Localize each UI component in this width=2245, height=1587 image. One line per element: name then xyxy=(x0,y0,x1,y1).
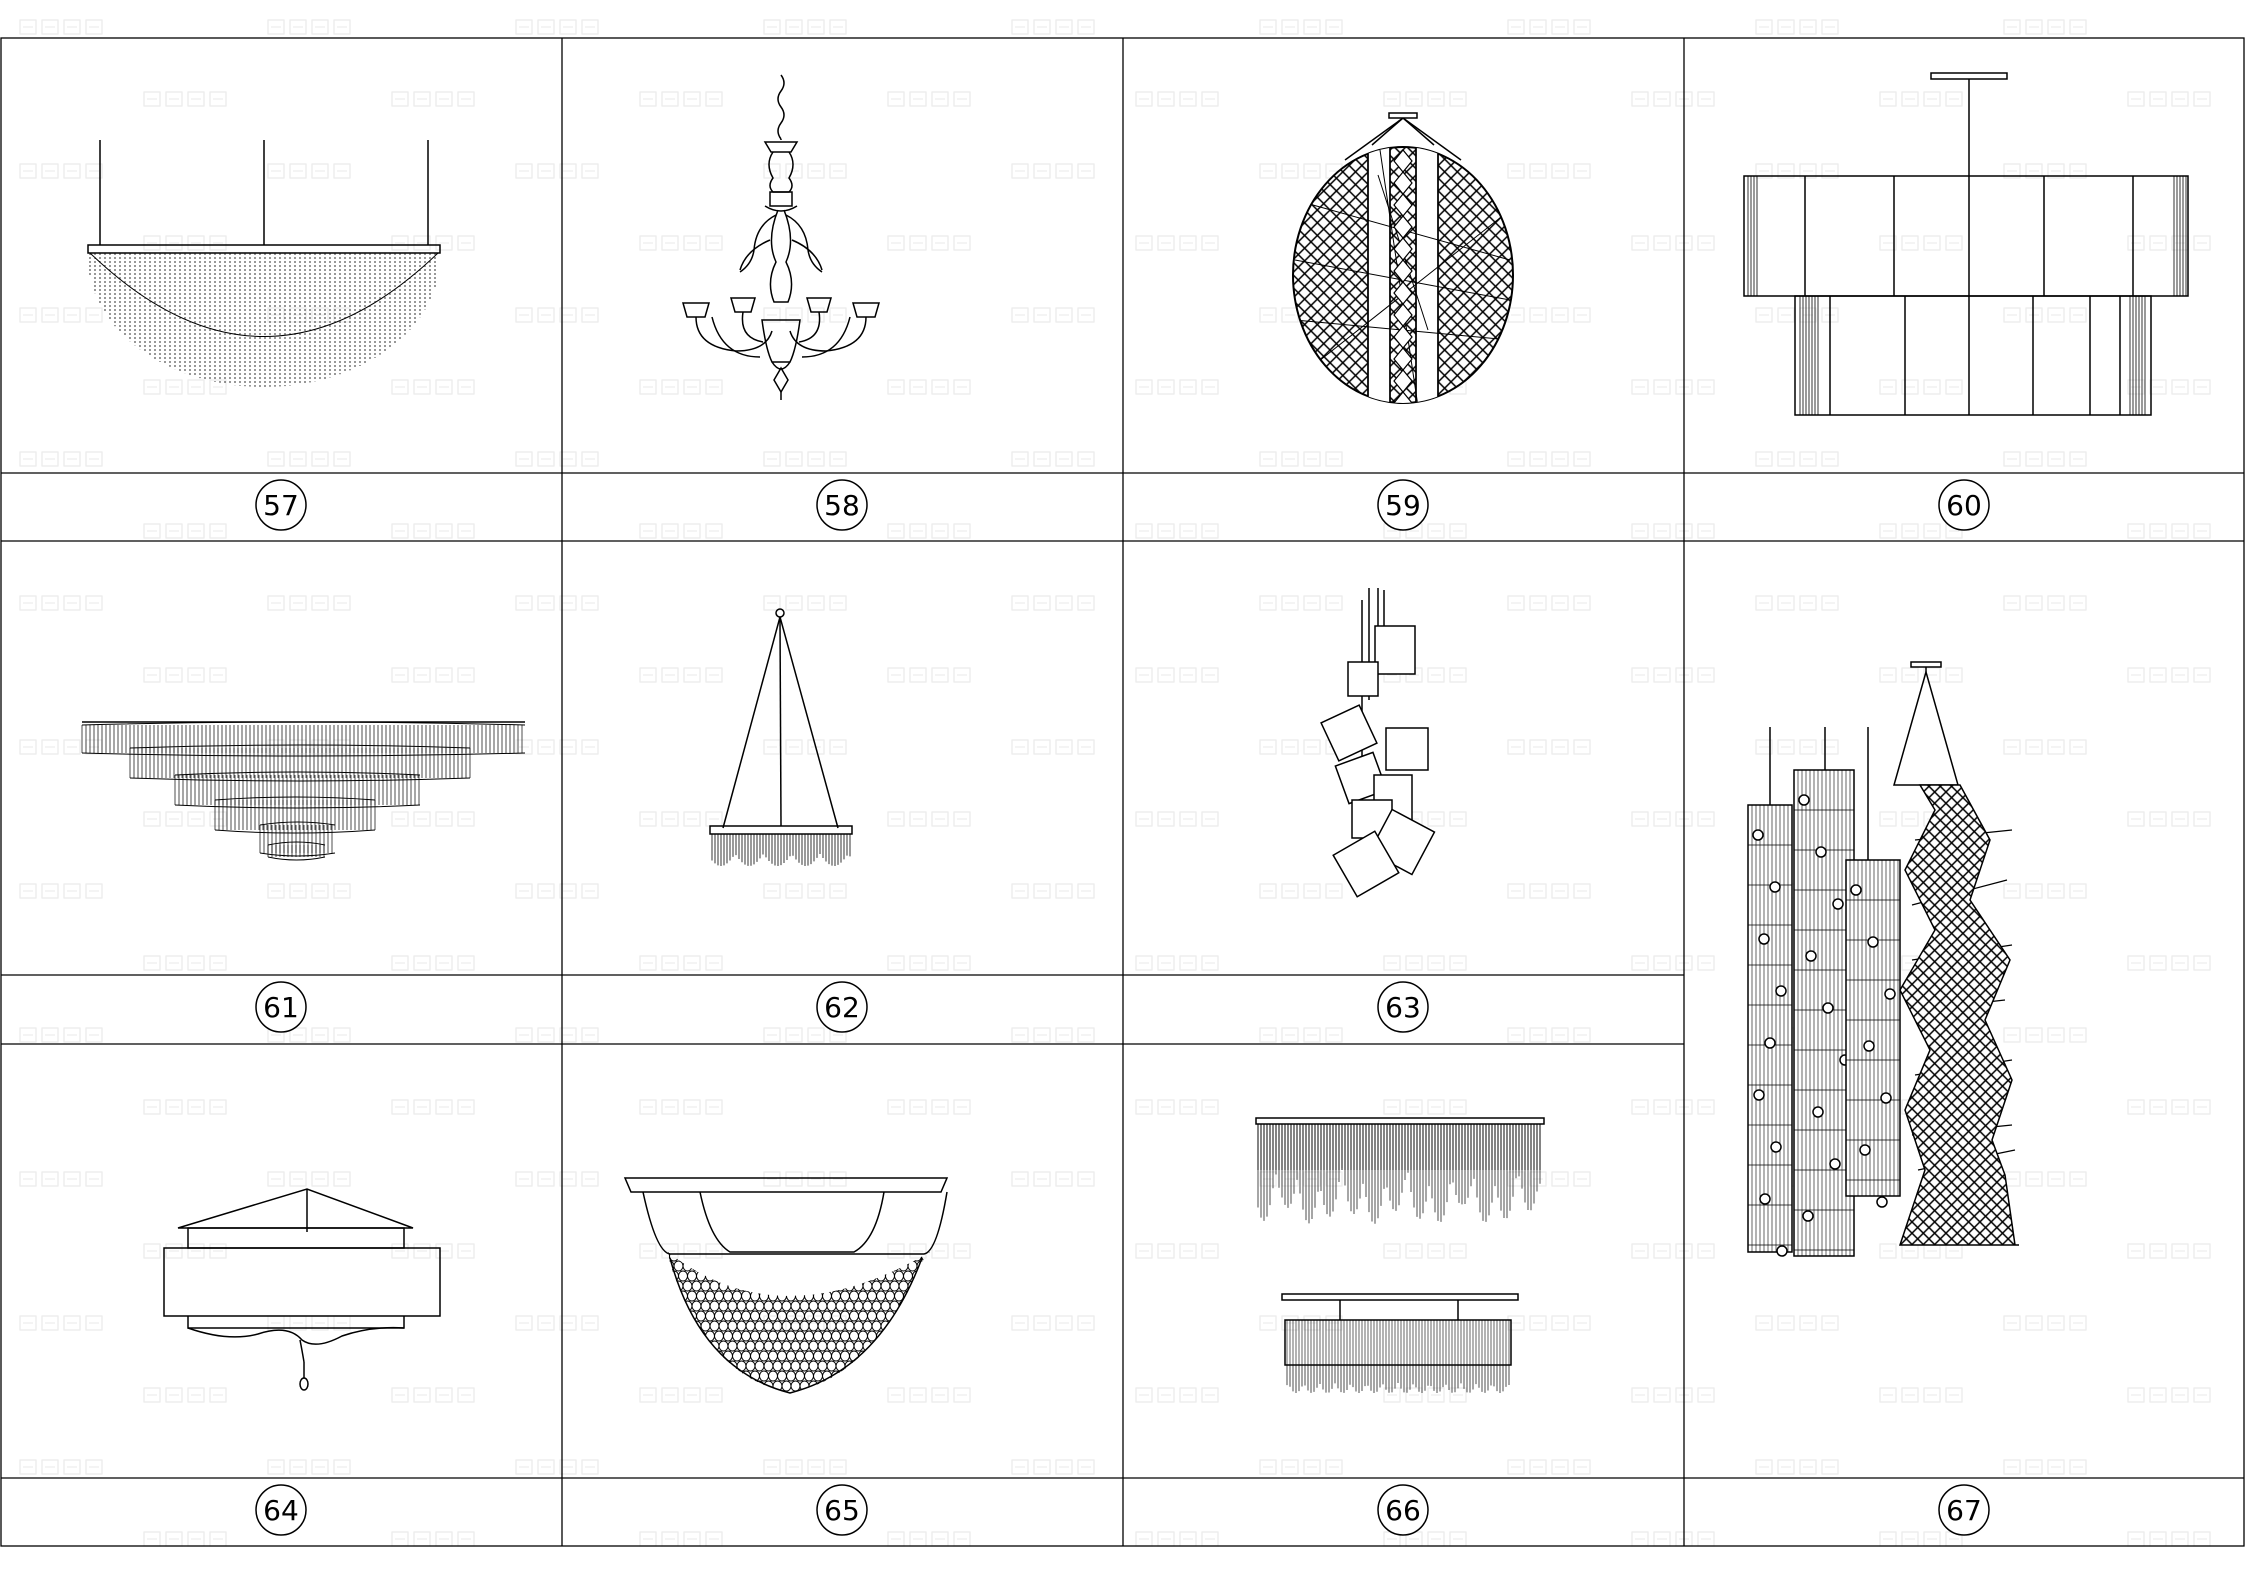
item-number-67: 67 xyxy=(1946,1494,1982,1527)
layered-crystal-ceiling-lamp-icon xyxy=(81,721,526,861)
cube-cluster-pendant-icon xyxy=(1320,588,1436,898)
item-number-badge: 67 xyxy=(1938,1484,1990,1536)
item-number-61: 61 xyxy=(263,991,299,1024)
drum-shade-pendant-icon xyxy=(163,1188,441,1391)
item-number-badge: 60 xyxy=(1938,479,1990,531)
crystal-bowl-ceiling-lamp-icon xyxy=(623,1177,949,1394)
item-number-badge: 64 xyxy=(255,1484,307,1536)
item-number-badge: 65 xyxy=(816,1484,868,1536)
item-number-57: 57 xyxy=(263,489,299,522)
item-number-59: 59 xyxy=(1385,489,1421,522)
rectangular-crystal-chandelier-icon xyxy=(1255,1117,1545,1393)
suspended-crystal-ring-icon xyxy=(709,608,853,866)
sheet-grid xyxy=(0,37,2245,1547)
item-number-63: 63 xyxy=(1385,991,1421,1024)
item-number-60: 60 xyxy=(1946,489,1982,522)
item-number-badge: 59 xyxy=(1377,479,1429,531)
item-number-64: 64 xyxy=(263,1494,299,1527)
item-number-badge: 61 xyxy=(255,981,307,1033)
two-tier-drum-chandelier-icon xyxy=(1743,72,2189,416)
item-number-badge: 62 xyxy=(816,981,868,1033)
watermark-pattern xyxy=(19,19,2211,1547)
item-number-66: 66 xyxy=(1385,1494,1421,1527)
item-number-badge: 57 xyxy=(255,479,307,531)
item-number-62: 62 xyxy=(824,991,860,1024)
item-number-badge: 58 xyxy=(816,479,868,531)
crystal-bowl-chandelier-icon xyxy=(87,140,441,387)
item-number-badge: 66 xyxy=(1377,1484,1429,1536)
item-number-58: 58 xyxy=(824,489,860,522)
item-number-badge: 63 xyxy=(1377,981,1429,1033)
item-number-65: 65 xyxy=(824,1494,860,1527)
mesh-sphere-pendant-icon xyxy=(1292,112,1514,404)
classic-arm-chandelier-icon xyxy=(682,74,880,400)
column-pendants-and-twisted-column-icon xyxy=(1747,661,2019,1257)
